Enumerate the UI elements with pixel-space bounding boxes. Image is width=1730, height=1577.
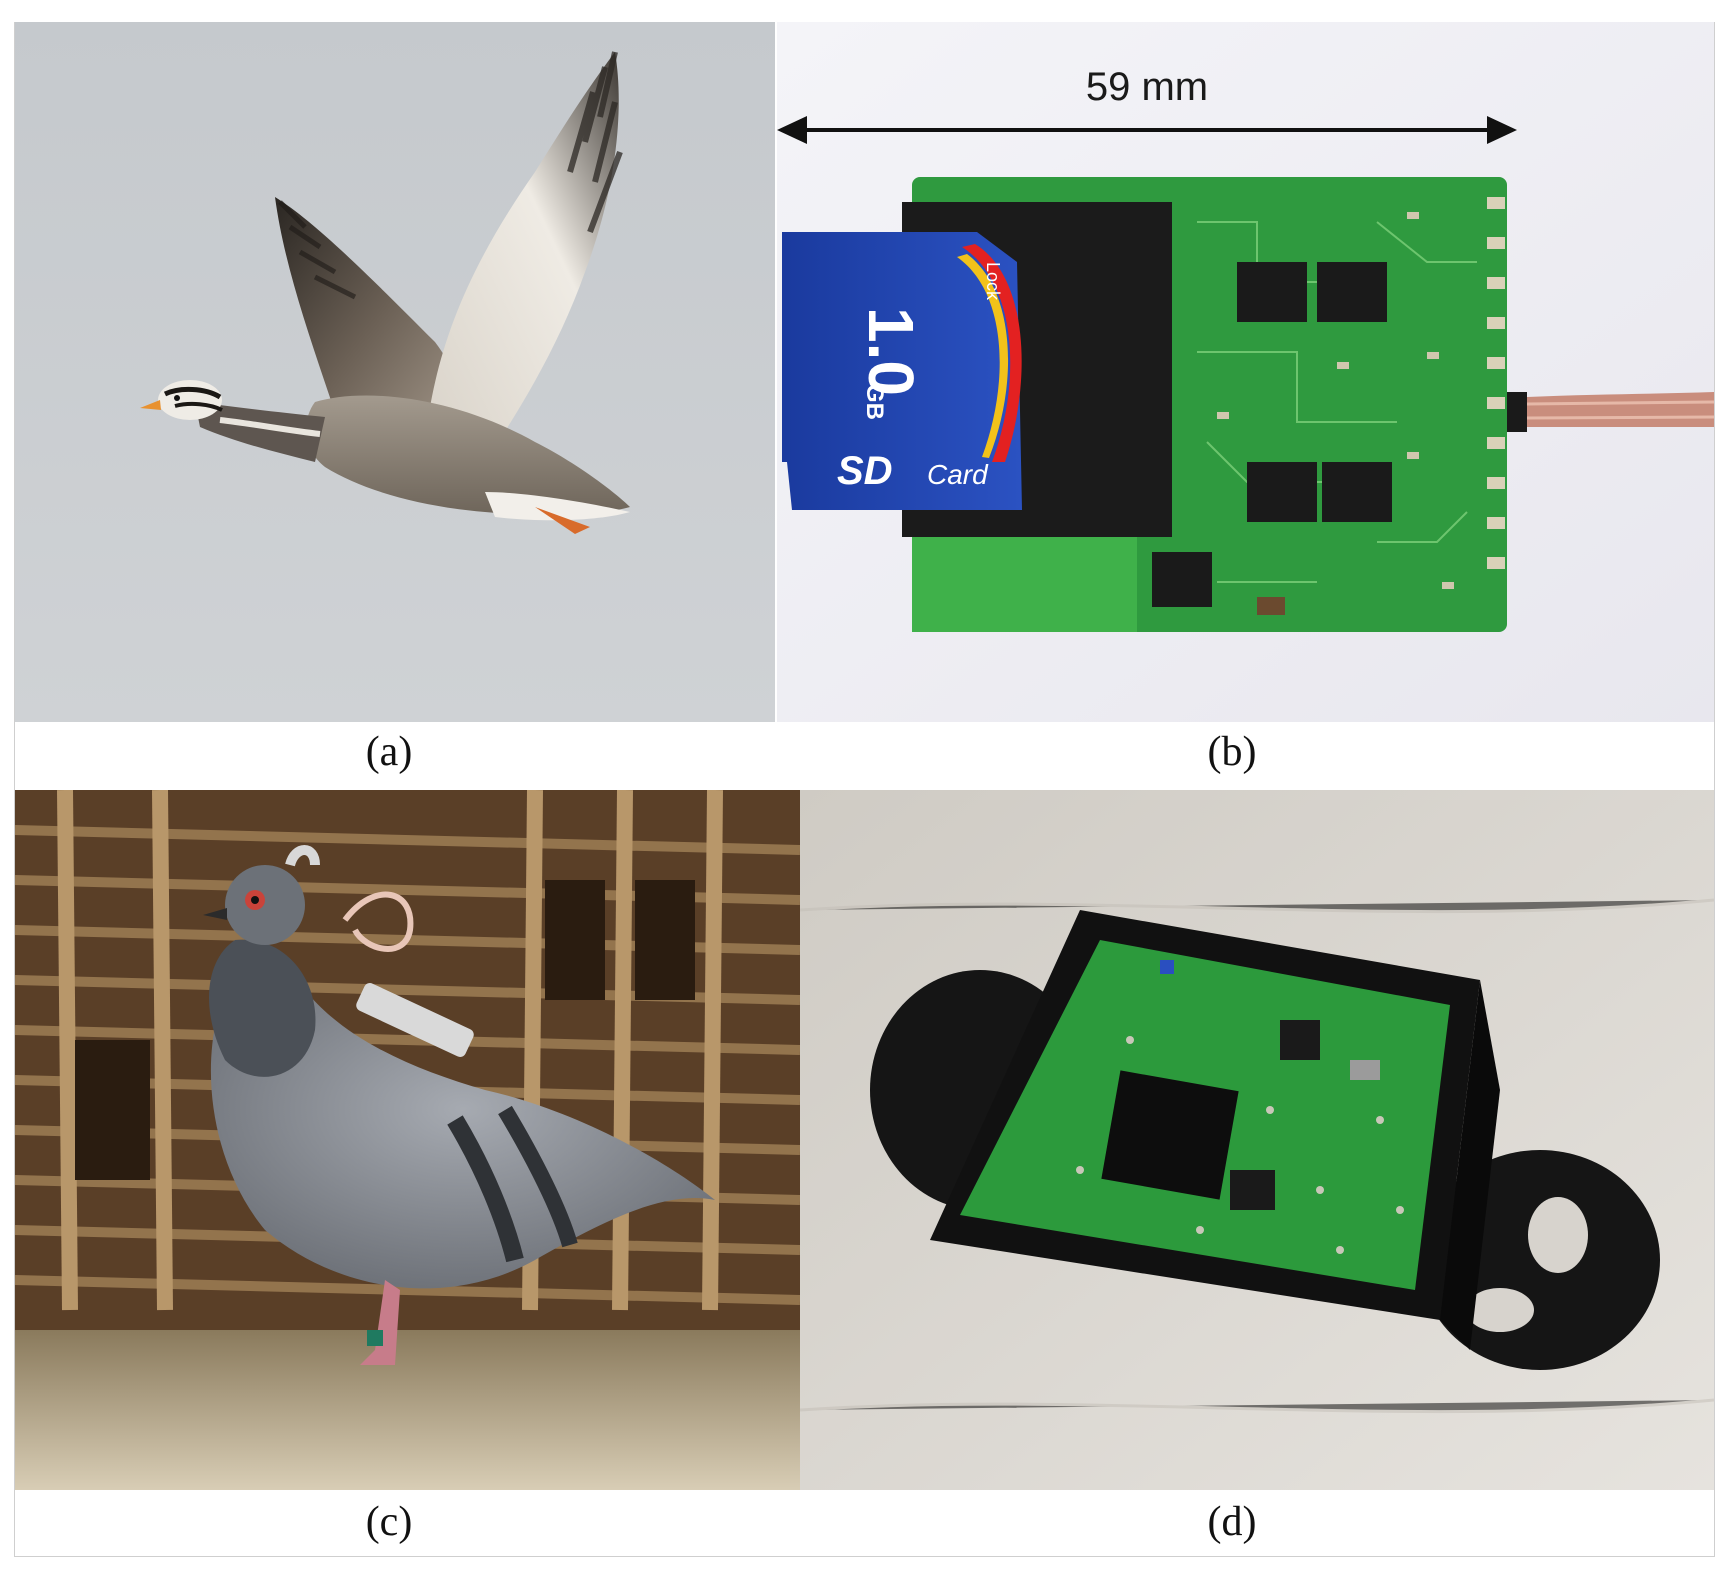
panel-c-pigeon-photo bbox=[15, 790, 800, 1490]
caption-a: (a) bbox=[365, 729, 413, 775]
sd-card bbox=[782, 232, 1022, 510]
goose bbox=[140, 51, 630, 534]
caption-b: (b) bbox=[1207, 729, 1257, 775]
panel-d-logger-housing-photo bbox=[800, 790, 1714, 1490]
panel-a-goose-photo bbox=[15, 22, 775, 722]
caption-d: (d) bbox=[1207, 1499, 1257, 1545]
caption-c: (c) bbox=[365, 1499, 413, 1545]
sd-unit: GB bbox=[861, 384, 888, 420]
pigeon bbox=[203, 845, 715, 1365]
sd-brand: SD bbox=[837, 449, 893, 493]
panel-b-logger-board-photo: 1.0 GB Lock SD Card 59 mm bbox=[777, 22, 1714, 722]
sd-brand-suffix: Card bbox=[927, 459, 989, 490]
sd-lock-label: Lock bbox=[983, 262, 1003, 301]
figure-border-left bbox=[14, 22, 15, 1557]
dimension-arrow bbox=[777, 116, 1517, 144]
logger-housing bbox=[870, 910, 1660, 1370]
sd-capacity: 1.0 bbox=[855, 307, 927, 396]
figure-border-bottom bbox=[14, 1556, 1715, 1557]
dimension-label: 59 mm bbox=[1086, 65, 1208, 109]
figure-border-right bbox=[1714, 22, 1715, 1557]
